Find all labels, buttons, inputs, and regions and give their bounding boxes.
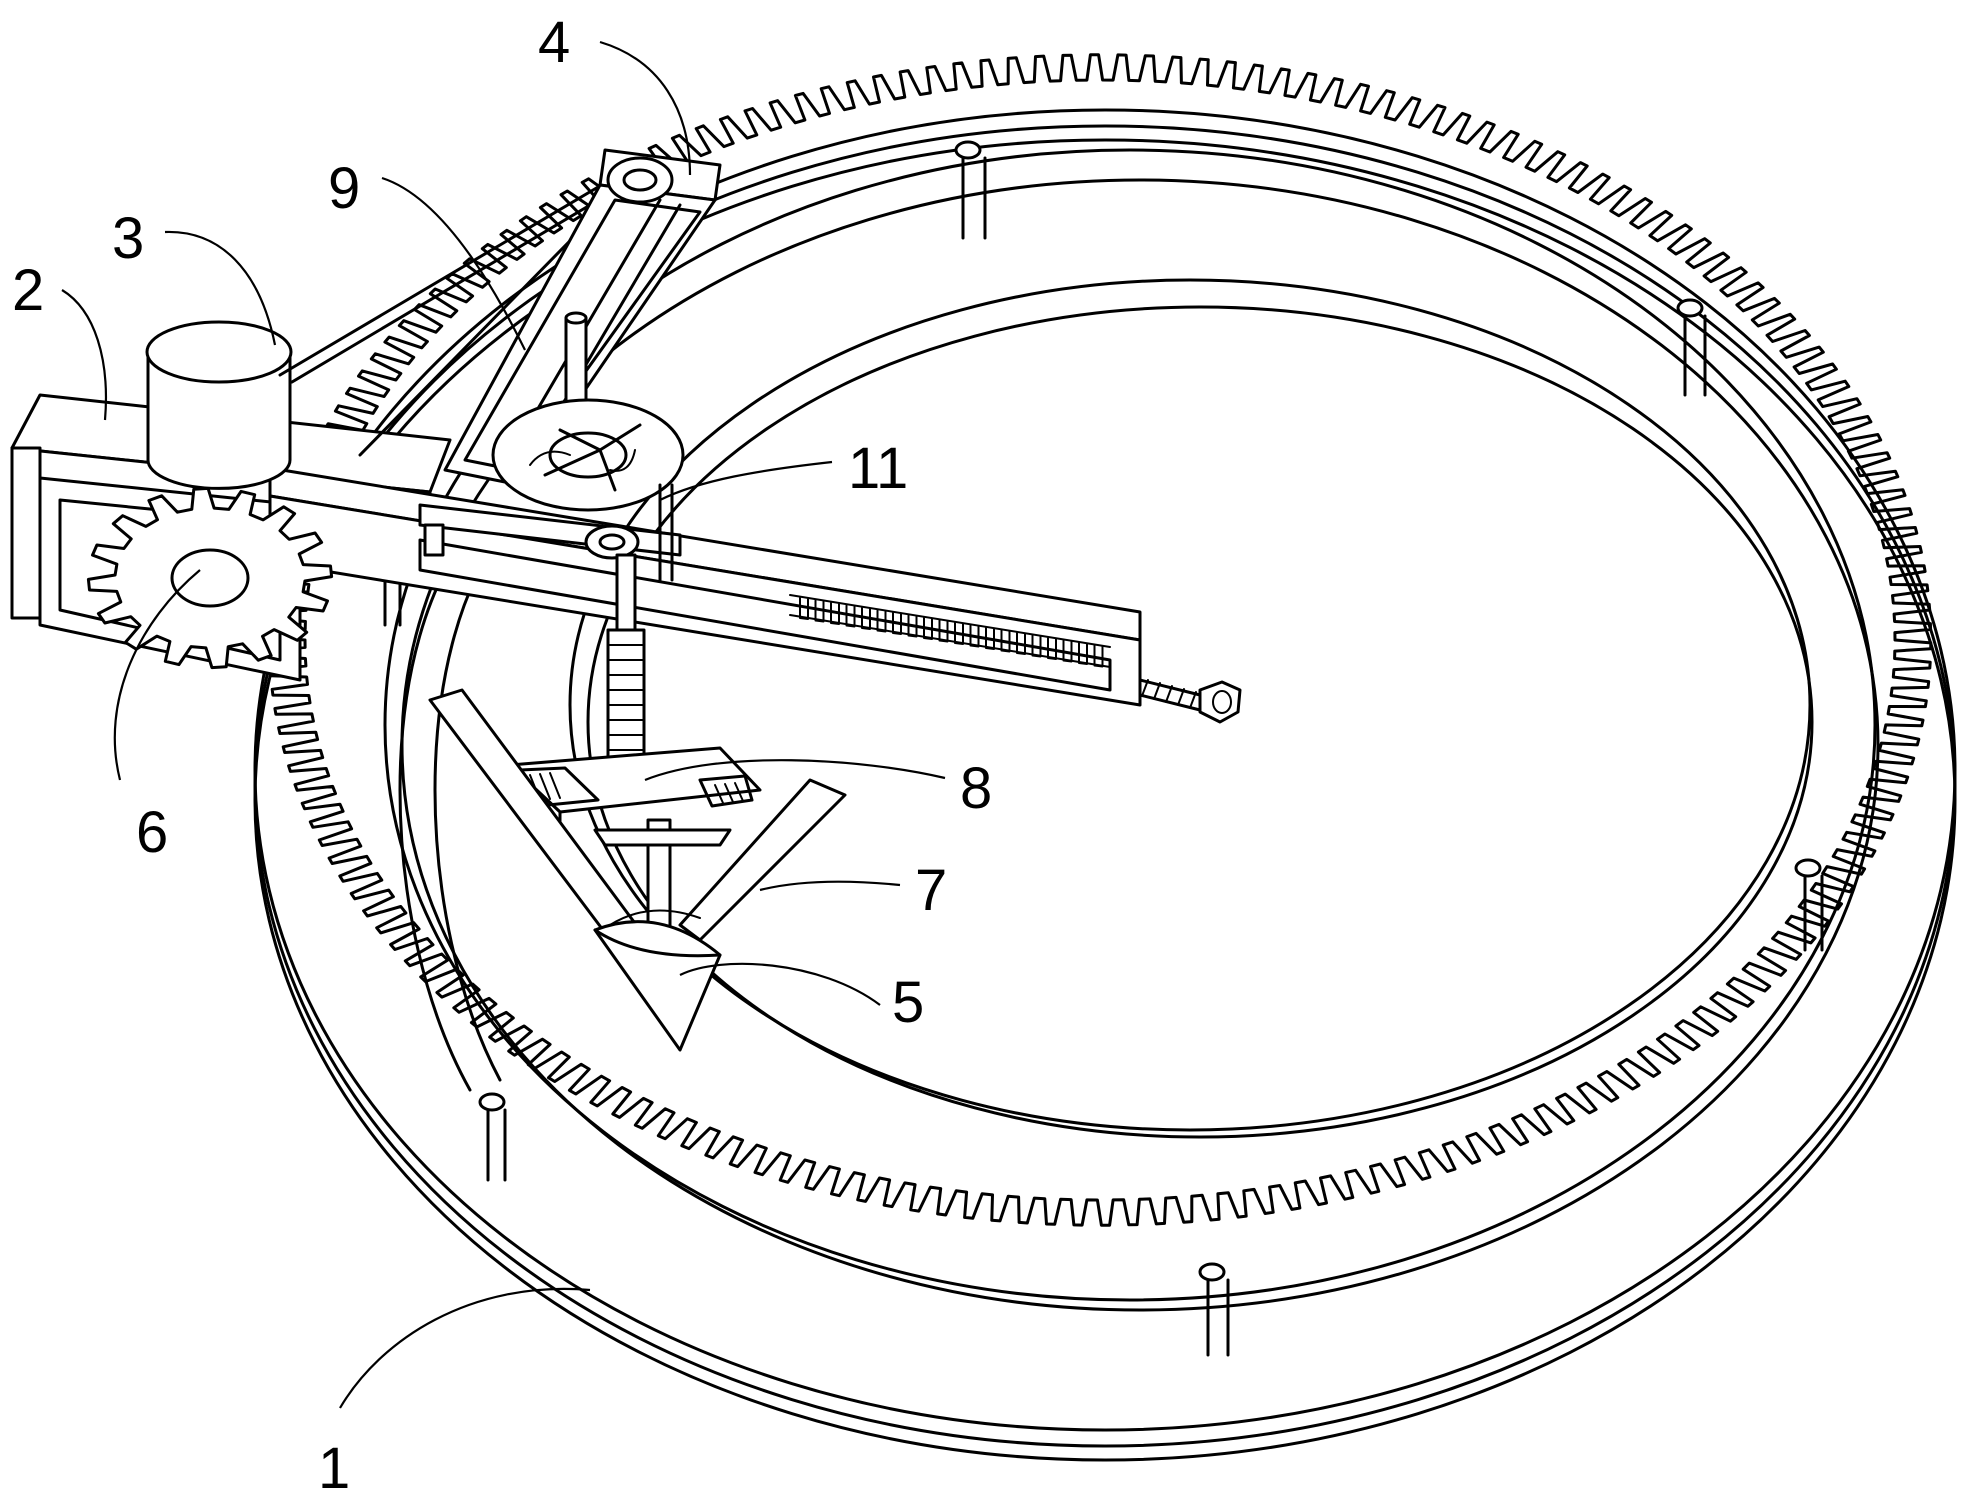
numeral-9: 9: [328, 156, 360, 221]
motor: [147, 322, 291, 488]
leader-7: [760, 882, 900, 890]
numeral-6: 6: [136, 800, 168, 865]
ring-inner-track-edge: [588, 307, 1812, 1137]
numeral-1: 1: [318, 1436, 350, 1497]
numeral-7: 7: [915, 858, 947, 923]
leader-1: [340, 1289, 590, 1408]
ring-pin: [956, 142, 985, 238]
numeral-8: 8: [960, 756, 992, 821]
numeral-2: 2: [12, 258, 44, 323]
numeral-3: 3: [112, 206, 144, 271]
numeral-11: 11: [848, 436, 908, 501]
ring-pin: [1200, 1264, 1228, 1355]
leader-lines: [62, 42, 945, 1408]
drive-gear: [88, 488, 331, 667]
numeral-5: 5: [892, 970, 924, 1035]
ring-inner-track: [570, 280, 1810, 1130]
adjusting-bolt: [1140, 680, 1240, 722]
ring-pin: [480, 1094, 505, 1180]
leader-11: [660, 462, 832, 500]
numeral-4: 4: [538, 10, 570, 75]
